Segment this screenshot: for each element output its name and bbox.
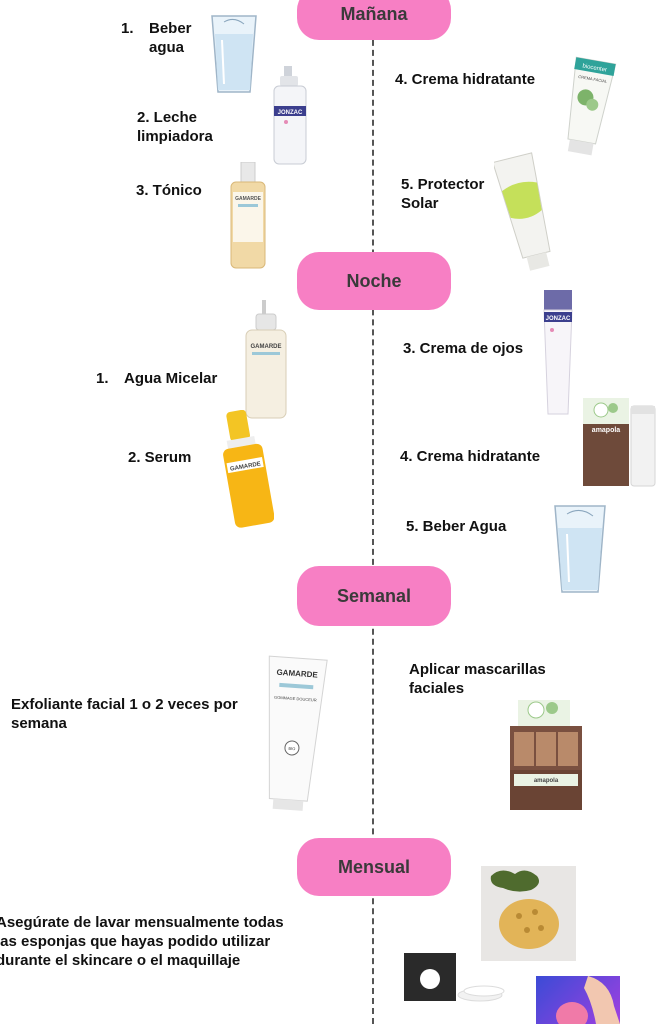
semanal-mascarillas-label: Aplicar mascarillas faciales xyxy=(409,661,546,697)
lavado-esponja-image xyxy=(536,976,620,1024)
section-title-manana: Mañana xyxy=(340,3,408,24)
noche-step-2-label: 2. Serum xyxy=(128,449,192,466)
manana-step-4-label: 4. Crema hidratante xyxy=(395,71,536,88)
section-title-mensual: Mensual xyxy=(337,856,411,877)
noche-step-5-label: 5. Beber Agua xyxy=(406,518,507,535)
section-pill-noche: Noche xyxy=(297,252,451,310)
manana-step-3-label: 3. Tónico xyxy=(136,182,202,199)
manana-step-2-label: 2. Leche limpiadora xyxy=(137,109,213,145)
water-glass-noche-image xyxy=(553,500,607,596)
esponja-natural-image xyxy=(481,866,576,961)
manana-step-5-label: 5. Protector Solar xyxy=(401,176,485,212)
gamarde-brand-text: GAMARDE xyxy=(230,461,262,472)
mascarillas-display-image: amapola xyxy=(508,696,584,812)
exfoliante-tube-image: GAMARDE GOMMAGE DOUCEUR BIO xyxy=(258,654,328,812)
crema-facial-text: CREMA FACIAL xyxy=(578,74,608,84)
discos-desmaquillantes-image xyxy=(404,951,512,1003)
manana-step-1-number: 1. xyxy=(121,20,134,37)
mensual-esponjas-text: Asegúrate de lavar mensualmente todas la… xyxy=(0,914,284,969)
noche-step-4-label: 4. Crema hidratante xyxy=(400,448,541,465)
crema-hidratante-noche-image: amapola xyxy=(583,396,657,488)
bio-badge-text: BIO xyxy=(288,746,295,751)
serum-bottle-image: GAMARDE xyxy=(218,410,274,530)
manana-step-1-label: Beber agua xyxy=(149,20,192,56)
section-title-noche: Noche xyxy=(346,270,402,291)
noche-step-1-number: 1. xyxy=(96,370,109,387)
leche-limpiadora-bottle-image: JONZAC xyxy=(270,66,310,166)
water-glass-image xyxy=(210,12,258,96)
gamarde-brand-text: GAMARDE xyxy=(251,344,282,350)
gamarde-brand-text: GAMARDE xyxy=(235,196,261,202)
noche-step-3-label: 3. Crema de ojos xyxy=(403,340,524,357)
tonico-bottle-image: GAMARDE xyxy=(228,162,268,270)
semanal-exfoliante-label: Exfoliante facial 1 o 2 veces por semana xyxy=(11,696,238,732)
protector-solar-tube-image xyxy=(494,152,558,274)
jonzac-brand-text: JONZAC xyxy=(278,110,303,116)
jonzac-brand-text: JONZAC xyxy=(546,316,571,322)
crema-facial-tube-image: biocenter CREMA FACIAL xyxy=(558,56,618,156)
gommage-text: GOMMAGE DOUCEUR xyxy=(274,695,317,703)
section-pill-mensual: Mensual xyxy=(297,838,451,896)
amapola-brand-text: amapola xyxy=(534,778,559,784)
amapola-brand-text: amapola xyxy=(592,427,621,434)
section-title-semanal: Semanal xyxy=(336,585,412,606)
timeline-divider xyxy=(372,0,374,1024)
section-pill-semanal: Semanal xyxy=(297,566,451,626)
agua-micelar-bottle-image: GAMARDE xyxy=(242,300,290,420)
noche-step-1-label: Agua Micelar xyxy=(124,370,218,387)
section-pill-manana: Mañana xyxy=(297,0,451,40)
biocenter-brand-text: biocenter xyxy=(582,63,607,73)
crema-ojos-tube-image: JONZAC xyxy=(538,290,578,424)
gamarde-brand-text: GAMARDE xyxy=(276,668,319,680)
